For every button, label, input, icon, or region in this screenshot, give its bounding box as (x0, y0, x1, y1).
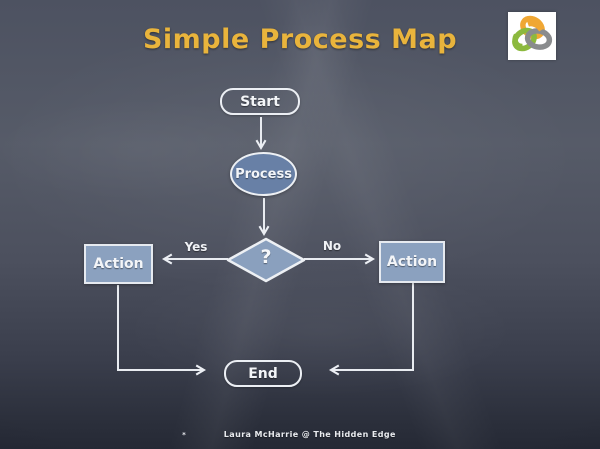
end-node: End (224, 360, 302, 387)
action-left-node: Action (84, 244, 153, 284)
end-node-label: End (248, 365, 278, 382)
edge-action-left-to-end (117, 285, 207, 376)
process-node-label: Process (235, 166, 292, 182)
page-title: Simple Process Map (142, 24, 458, 55)
edge-action-right-to-end (328, 283, 414, 376)
action-left-node-label: Action (93, 256, 144, 272)
yes-edge-label: Yes (184, 240, 208, 254)
decision-node-label: ? (260, 246, 272, 268)
footer-bullet: * (182, 430, 186, 439)
footer-credit-text: Laura McHarrie @ The Hidden Edge (223, 430, 396, 439)
process-node: Process (230, 152, 297, 196)
footer-credit: * Laura McHarrie @ The Hidden Edge (0, 430, 600, 439)
the-hidden-edge-logo (508, 12, 556, 60)
interlocking-rings-icon (512, 15, 553, 52)
decision-diamond-shape (226, 237, 306, 283)
no-edge-label: No (322, 239, 342, 253)
start-node: Start (220, 88, 300, 115)
action-right-node: Action (379, 241, 445, 283)
action-right-node-label: Action (386, 254, 438, 270)
start-node-label: Start (240, 93, 280, 110)
